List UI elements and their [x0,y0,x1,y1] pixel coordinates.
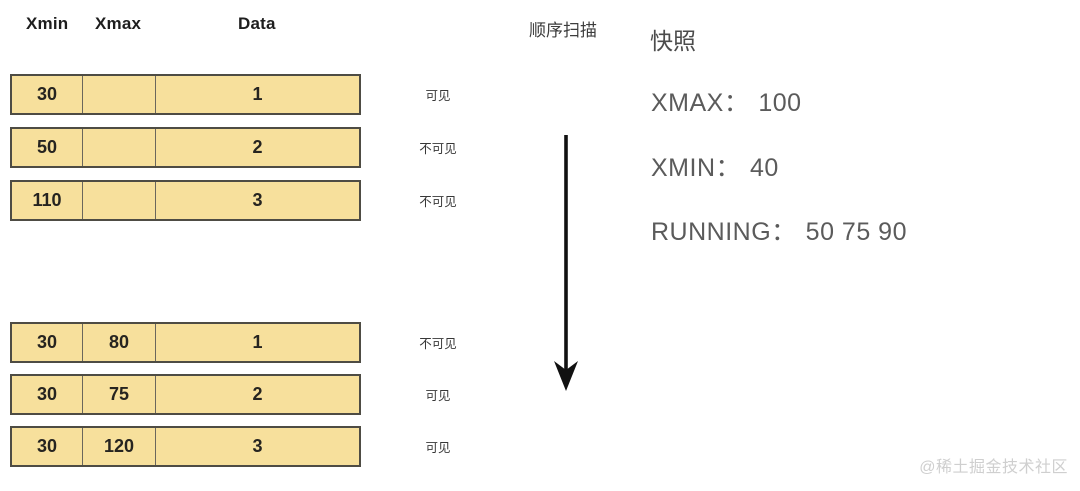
visibility-label: 不可见 [419,195,457,209]
snapshot-xmin-label: XMIN： [651,154,742,182]
snapshot-xmax-line: XMAX： 100 [651,83,802,119]
visibility-label: 可见 [425,389,451,403]
tuple-row: 50 2 [10,127,361,168]
tuple-row: 110 3 [10,180,361,221]
data-cell: 2 [252,137,263,157]
xmin-cell: 110 [12,182,83,219]
snapshot-xmax-value: 100 [758,89,802,117]
xmax-cell [83,76,156,113]
snapshot-xmin-value: 40 [750,154,779,182]
xmax-cell: 75 [83,376,156,413]
data-cell: 3 [252,190,263,210]
data-cell: 1 [252,84,263,104]
visibility-label: 不可见 [419,142,457,156]
tuple-row: 30 1 [10,74,361,115]
xmin-cell: 30 [12,324,83,361]
xmax-cell: 120 [83,428,156,465]
snapshot-xmin-line: XMIN： 40 [651,148,779,184]
data-cell: 3 [252,436,263,456]
sequential-scan-label: 顺序扫描 [529,21,597,40]
snapshot-title: 快照 [650,28,696,54]
header-data: Data [238,14,276,33]
xmax-cell [83,182,156,219]
snapshot-xmax-label: XMAX： [651,89,750,117]
data-cell: 2 [252,384,263,404]
tuple-row: 30 120 3 [10,426,361,467]
header-xmax: Xmax [95,14,142,33]
xmax-cell [83,129,156,166]
xmax-cell: 80 [83,324,156,361]
tuple-row: 30 75 2 [10,374,361,415]
xmin-cell: 50 [12,129,83,166]
visibility-label: 不可见 [419,337,457,351]
snapshot-running-label: RUNNING： [651,218,797,246]
snapshot-running-value: 50 75 90 [805,218,907,246]
xmin-cell: 30 [12,76,83,113]
scan-direction-arrow [554,135,578,391]
visibility-label: 可见 [425,89,451,103]
xmin-cell: 30 [12,428,83,465]
xmin-cell: 30 [12,376,83,413]
snapshot-running-line: RUNNING： 50 75 90 [651,212,907,248]
visibility-label: 可见 [425,441,451,455]
data-cell: 1 [252,332,263,352]
watermark: @稀土掘金技术社区 [919,459,1068,476]
header-xmin: Xmin [26,14,69,33]
tuple-row: 30 80 1 [10,322,361,363]
